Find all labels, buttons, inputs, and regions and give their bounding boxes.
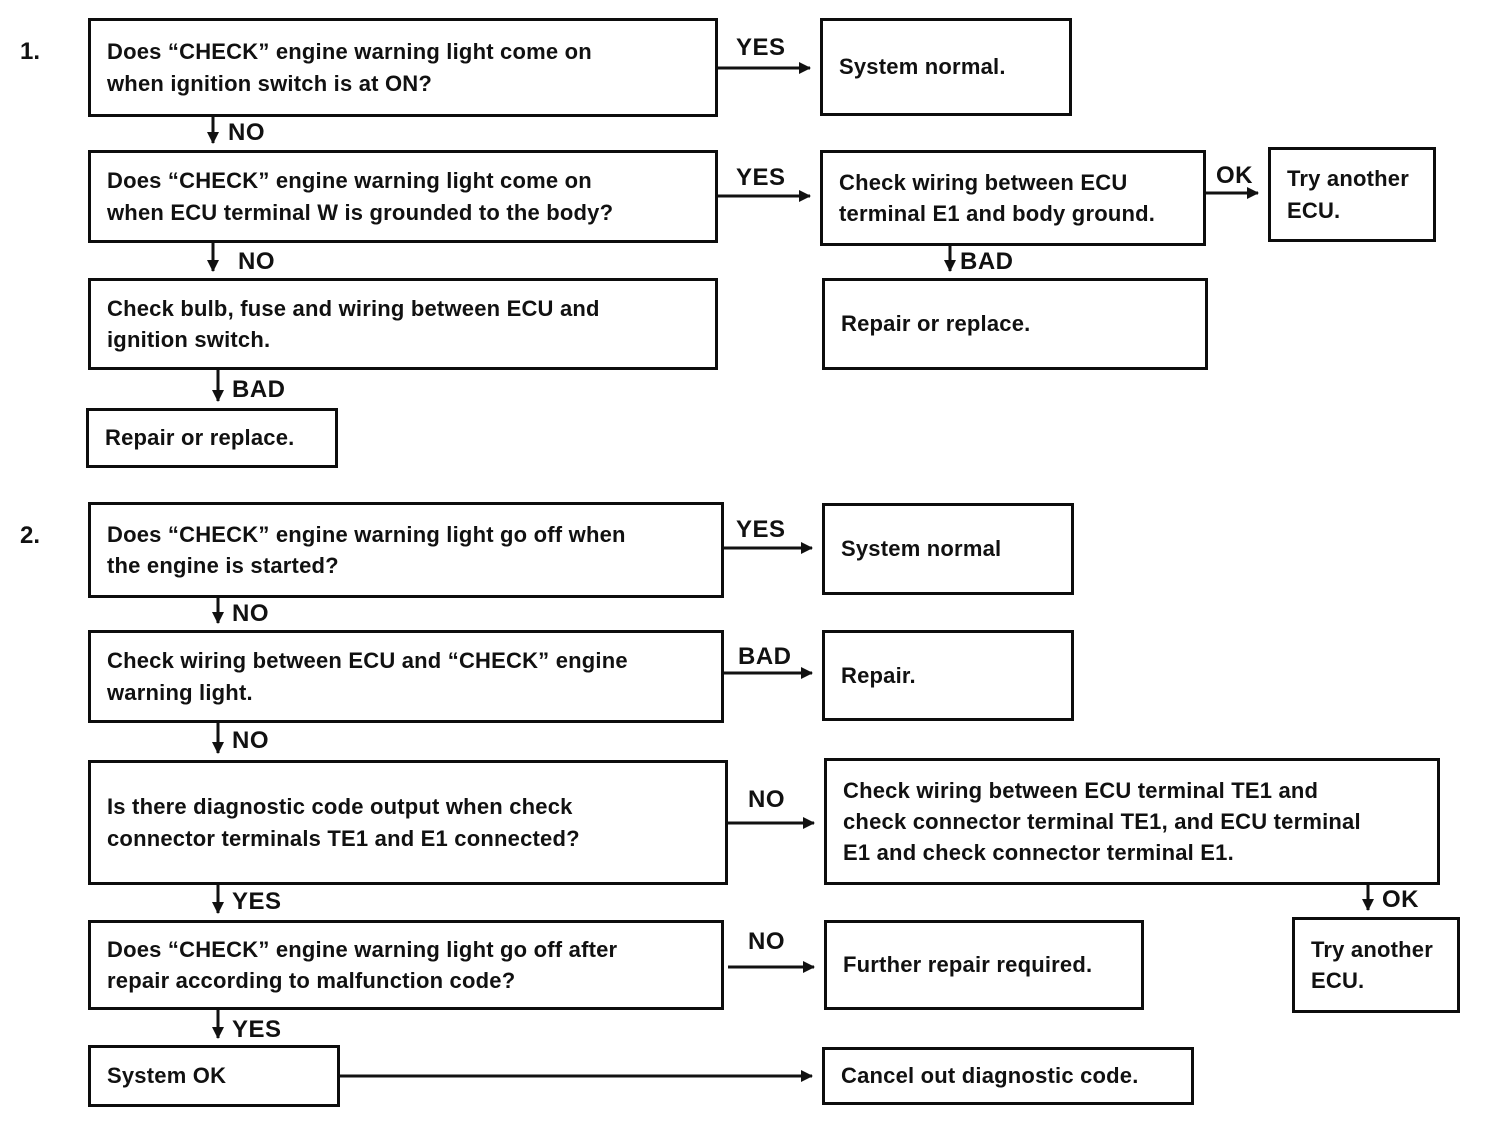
- box-text: Repair.: [841, 662, 916, 688]
- box-text: Does “CHECK” engine warning light go off…: [107, 936, 618, 993]
- edge-label-no: NO: [232, 600, 269, 627]
- box-text: Try another ECU.: [1287, 166, 1410, 223]
- edge-label-no: NO: [748, 786, 785, 813]
- box-s2-light-off-check: Does “CHECK” engine warning light go off…: [88, 502, 724, 598]
- box-text: Does “CHECK” engine warning light come o…: [107, 39, 592, 96]
- edge-label-yes: YES: [736, 516, 786, 543]
- edge-label-yes: YES: [232, 888, 282, 915]
- box-text: Cancel out diagnostic code.: [841, 1063, 1139, 1089]
- edge-label-yes: YES: [736, 34, 786, 61]
- box-s1-terminal-w-check: Does “CHECK” engine warning light come o…: [88, 150, 718, 243]
- edge-label-no: NO: [232, 727, 269, 754]
- box-s2-light-off-after-repair: Does “CHECK” engine warning light go off…: [88, 920, 724, 1010]
- box-text: Does “CHECK” engine warning light go off…: [107, 521, 626, 578]
- edge-label-bad: BAD: [738, 643, 792, 670]
- box-s2-wiring-te1-check: Check wiring between ECU terminal TE1 an…: [824, 758, 1440, 885]
- box-text: System normal.: [839, 54, 1006, 80]
- edge-label-bad: BAD: [960, 248, 1014, 275]
- box-s2-cancel-code: Cancel out diagnostic code.: [822, 1047, 1194, 1105]
- box-s1-system-normal: System normal.: [820, 18, 1072, 116]
- edge-label-ok: OK: [1382, 886, 1419, 913]
- box-text: Repair or replace.: [105, 425, 295, 451]
- box-s1-ignition-check: Does “CHECK” engine warning light come o…: [88, 18, 718, 117]
- box-s2-further-repair: Further repair required.: [824, 920, 1144, 1010]
- box-text: System OK: [107, 1063, 227, 1089]
- edge-label-no: NO: [748, 928, 785, 955]
- box-text: Check wiring between ECU terminal E1 and…: [839, 169, 1156, 226]
- box-text: Check wiring between ECU and “CHECK” eng…: [107, 648, 628, 705]
- box-text: Repair or replace.: [841, 311, 1031, 337]
- box-s2-wiring-check: Check wiring between ECU and “CHECK” eng…: [88, 630, 724, 723]
- box-s1-repair-replace-right: Repair or replace.: [822, 278, 1208, 370]
- edge-label-bad: BAD: [232, 376, 286, 403]
- box-text: Check wiring between ECU terminal TE1 an…: [843, 777, 1361, 866]
- box-s2-system-normal: System normal: [822, 503, 1074, 595]
- box-s2-try-another-ecu: Try another ECU.: [1292, 917, 1460, 1013]
- edge-label-yes: YES: [736, 164, 786, 191]
- edge-label-no: NO: [228, 119, 265, 146]
- box-s1-bulb-fuse-check: Check bulb, fuse and wiring between ECU …: [88, 278, 718, 370]
- edge-label-yes: YES: [232, 1016, 282, 1043]
- section-number-1: 1.: [20, 38, 41, 65]
- box-s2-diagnostic-code-check: Is there diagnostic code output when che…: [88, 760, 728, 885]
- box-s1-repair-replace-left: Repair or replace.: [86, 408, 338, 468]
- box-text: Does “CHECK” engine warning light come o…: [107, 168, 614, 225]
- box-s1-wiring-e1-check: Check wiring between ECU terminal E1 and…: [820, 150, 1206, 246]
- box-text: Check bulb, fuse and wiring between ECU …: [107, 295, 600, 352]
- box-text: Is there diagnostic code output when che…: [107, 794, 580, 851]
- edge-label-ok: OK: [1216, 162, 1253, 189]
- section-number-2: 2.: [20, 522, 41, 549]
- box-text: Further repair required.: [843, 952, 1093, 978]
- box-s1-try-another-ecu: Try another ECU.: [1268, 147, 1436, 242]
- box-s2-system-ok: System OK: [88, 1045, 340, 1107]
- edge-label-no: NO: [238, 248, 275, 275]
- box-s2-repair: Repair.: [822, 630, 1074, 721]
- box-text: Try another ECU.: [1311, 936, 1434, 993]
- box-text: System normal: [841, 536, 1002, 562]
